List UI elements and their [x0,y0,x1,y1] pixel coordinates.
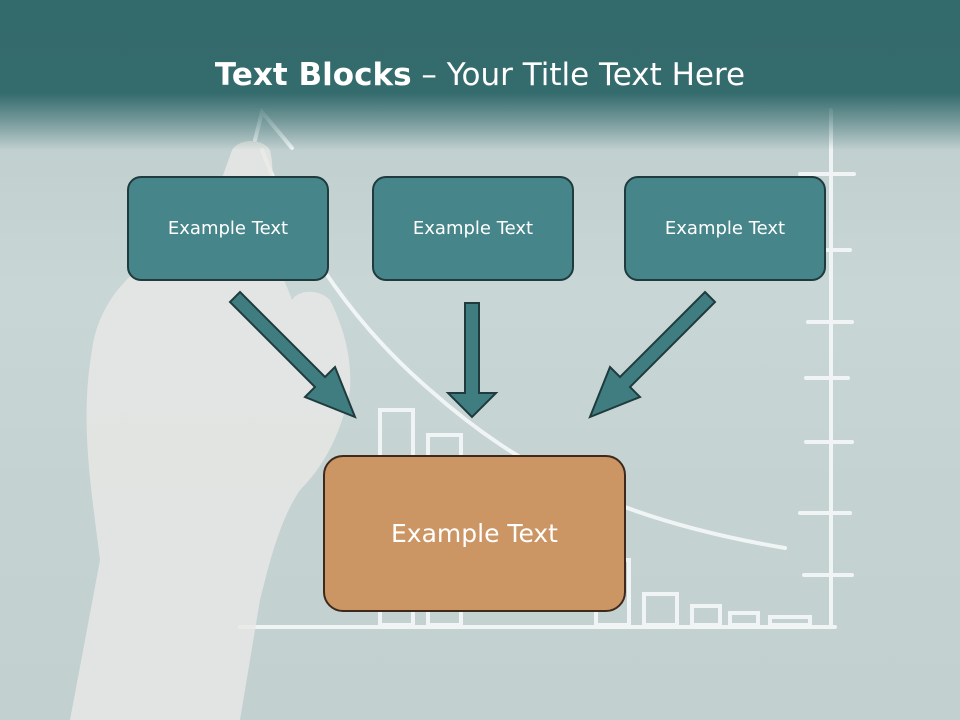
text-block-2-label: Example Text [412,218,534,239]
text-block-1[interactable]: Example Text [127,176,329,281]
title-separator: – [411,57,447,93]
page-title: Text Blocks – Your Title Text Here [0,54,960,96]
text-block-center[interactable]: Example Text [323,455,626,612]
text-block-3-label: Example Text [664,218,786,239]
title-bold: Text Blocks [214,57,412,93]
text-block-2[interactable]: Example Text [372,176,574,281]
text-block-center-label: Example Text [391,519,558,548]
arrow-middle-icon [445,302,499,419]
arrow-right-icon [588,290,717,419]
title-rest: Your Title Text Here [446,57,746,93]
title-bar [0,0,960,150]
text-block-1-label: Example Text [167,218,289,239]
arrow-left-icon [228,290,357,419]
hand-silhouette [70,141,351,720]
text-block-3[interactable]: Example Text [624,176,826,281]
